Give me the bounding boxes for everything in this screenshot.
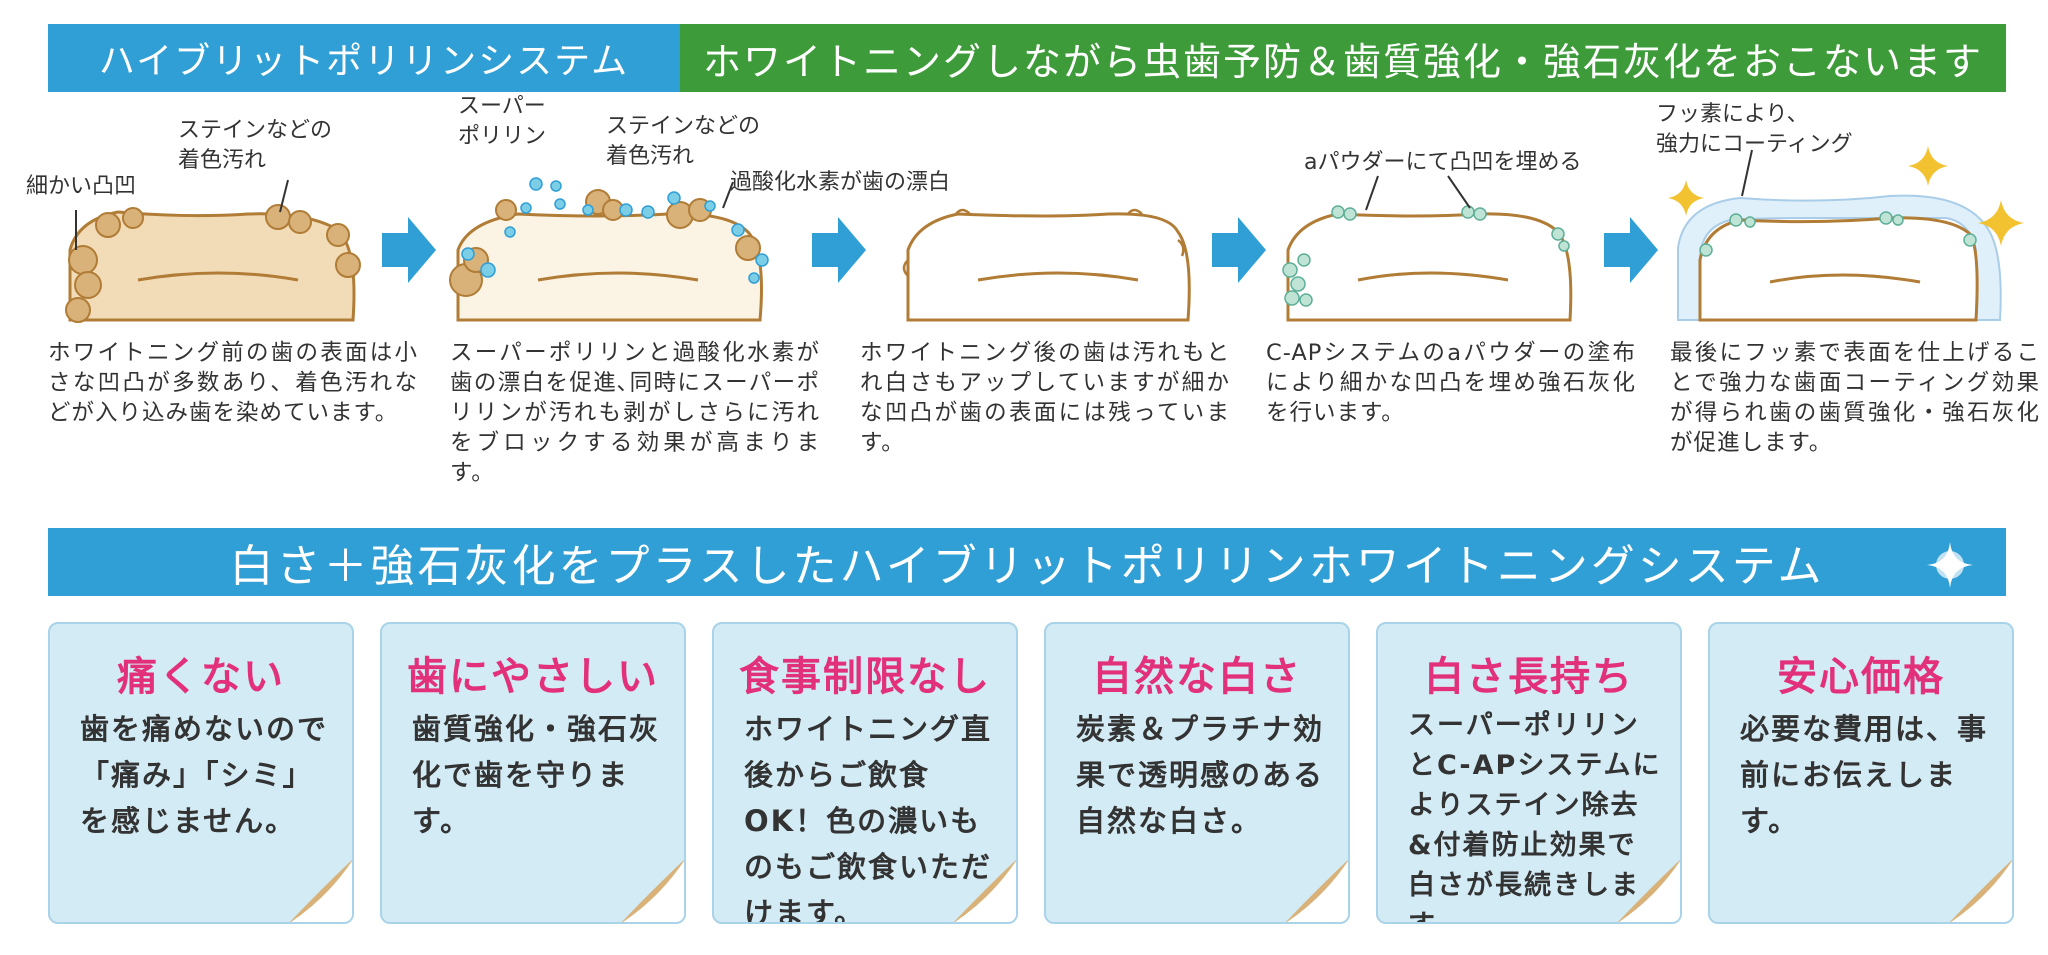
card-title: 痛くない bbox=[117, 654, 285, 700]
step-5-description: 最後にフッ素で表面を仕上げることで強力な歯面コーティング効果が得られ歯の歯質強化… bbox=[1670, 340, 2040, 456]
page-curl-icon bbox=[289, 859, 352, 922]
card-body: 必要な費用は、事前にお伝えします。 bbox=[1740, 712, 1989, 838]
card-title: 食事制限なし bbox=[739, 654, 991, 700]
header-right-title: ホワイトニングしながら虫歯予防＆歯質強化・強石灰化をおこないます bbox=[702, 39, 1983, 84]
step-4-callout-1: aパウダーにて凸凹を埋める bbox=[1304, 150, 1582, 175]
step-3-illustration bbox=[878, 100, 1218, 330]
card-body: 歯質強化・強石灰化で歯を守ります。 bbox=[412, 712, 661, 838]
arrow-right-icon bbox=[1604, 217, 1658, 283]
page-curl-icon bbox=[953, 859, 1016, 922]
header-left-title: ハイブリットポリリンシステム bbox=[98, 41, 630, 82]
feature-card-painless: 痛くない 歯を痛めないので「痛み」「シミ」を感じません。 bbox=[48, 622, 354, 924]
card-body: 炭素＆プラチナ効果で透明感のある自然な白さ。 bbox=[1076, 712, 1325, 838]
step-1-callout-1: 細かい凸凹 bbox=[26, 174, 137, 199]
feature-card-long-lasting: 白さ長持ち スーパーポリリンとC-APシステムによりステイン除去&付着防止効果で… bbox=[1376, 622, 1682, 924]
header-left-banner: ハイブリットポリリンシステム bbox=[48, 24, 680, 92]
tooth-a-powder-icon bbox=[1282, 175, 1573, 322]
page-curl-icon bbox=[621, 859, 684, 922]
card-title: 自然な白さ bbox=[1092, 654, 1302, 700]
step-3-description: ホワイトニング後の歯は汚れもとれ白さもアップしていますが細かな凹凸が歯の表面には… bbox=[860, 340, 1230, 456]
sparkle-icon bbox=[1668, 180, 1704, 216]
sparkle-glow-icon bbox=[1927, 542, 1973, 588]
step-2-description: スーパーポリリンと過酸化水素が歯の漂白を促進､同時にスーパーポリリンが汚れも剥が… bbox=[450, 340, 820, 486]
card-title: 白さ長持ち bbox=[1424, 654, 1634, 700]
step-2-callout-3: 過酸化水素が歯の漂白 bbox=[730, 170, 951, 195]
arrow-right-icon bbox=[812, 217, 866, 283]
sparkle-icon bbox=[1908, 146, 1948, 186]
feature-card-affordable-price: 安心価格 必要な費用は、事前にお伝えします。 bbox=[1708, 622, 2014, 924]
page-curl-icon bbox=[1949, 859, 2012, 922]
sparkle-icon bbox=[1978, 200, 2024, 246]
card-title: 歯にやさしい bbox=[407, 654, 659, 700]
card-title: 安心価格 bbox=[1777, 654, 1945, 700]
arrow-right-icon bbox=[1212, 217, 1266, 283]
step-2-callout-2: ステインなどの 着色汚れ bbox=[606, 114, 761, 169]
tooth-fluoride-coating-icon bbox=[1677, 149, 2002, 322]
step-5-illustration: フッ素により、 強力にコーティング bbox=[1656, 100, 2010, 330]
mid-banner: 白さ＋強石灰化をプラスしたハイブリットポリリンホワイトニングシステム bbox=[48, 528, 2006, 596]
step-4-description: C-APシステムのaパウダーの塗布により細かな凹凸を埋め強石灰化を行います。 bbox=[1266, 340, 1636, 426]
step-1-callout-2: ステインなどの 着色汚れ bbox=[178, 118, 333, 173]
feature-card-natural-white: 自然な白さ 炭素＆プラチナ効果で透明感のある自然な白さ。 bbox=[1044, 622, 1350, 924]
page-curl-icon bbox=[1617, 859, 1680, 922]
tooth-whitened-icon bbox=[902, 208, 1191, 322]
step-2-illustration: スーパー ポリリン ステインなどの 着色汚れ 過酸化水素が歯の漂白 bbox=[448, 94, 950, 330]
card-body: 歯を痛めないので「痛み」「シミ」を感じません。 bbox=[80, 712, 329, 838]
feature-card-no-diet-restriction: 食事制限なし ホワイトニング直後からご飲食OK！色の濃いものもご飲食いただけます… bbox=[712, 622, 1018, 924]
tooth-polyline-bleach-icon bbox=[449, 177, 769, 322]
mid-banner-title: 白さ＋強石灰化をプラスしたハイブリットポリリンホワイトニングシステム bbox=[229, 541, 1825, 592]
feature-card-gentle: 歯にやさしい 歯質強化・強石灰化で歯を守ります。 bbox=[380, 622, 686, 924]
tooth-with-stain-icon bbox=[65, 179, 361, 323]
step-1-illustration: 細かい凸凹 ステインなどの 着色汚れ bbox=[26, 100, 388, 330]
step-2-callout-1: スーパー ポリリン bbox=[458, 94, 547, 149]
page-curl-icon bbox=[1285, 859, 1348, 922]
header-right-banner: ホワイトニングしながら虫歯予防＆歯質強化・強石灰化をおこないます bbox=[680, 24, 2006, 92]
step-1-description: ホワイトニング前の歯の表面は小さな凹凸が多数あり、着色汚れなどが入り込み歯を染め… bbox=[48, 340, 418, 426]
step-4-illustration: aパウダーにて凸凹を埋める bbox=[1278, 100, 1618, 330]
card-body: スーパーポリリンとC-APシステムによりステイン除去&付着防止効果で白さが長続き… bbox=[1408, 710, 1662, 922]
arrow-right-icon bbox=[382, 217, 436, 283]
card-body: ホワイトニング直後からご飲食OK！色の濃いものもご飲食いただけます。 bbox=[744, 712, 993, 924]
step-5-callout-1: フッ素により、 強力にコーティング bbox=[1656, 102, 1853, 157]
